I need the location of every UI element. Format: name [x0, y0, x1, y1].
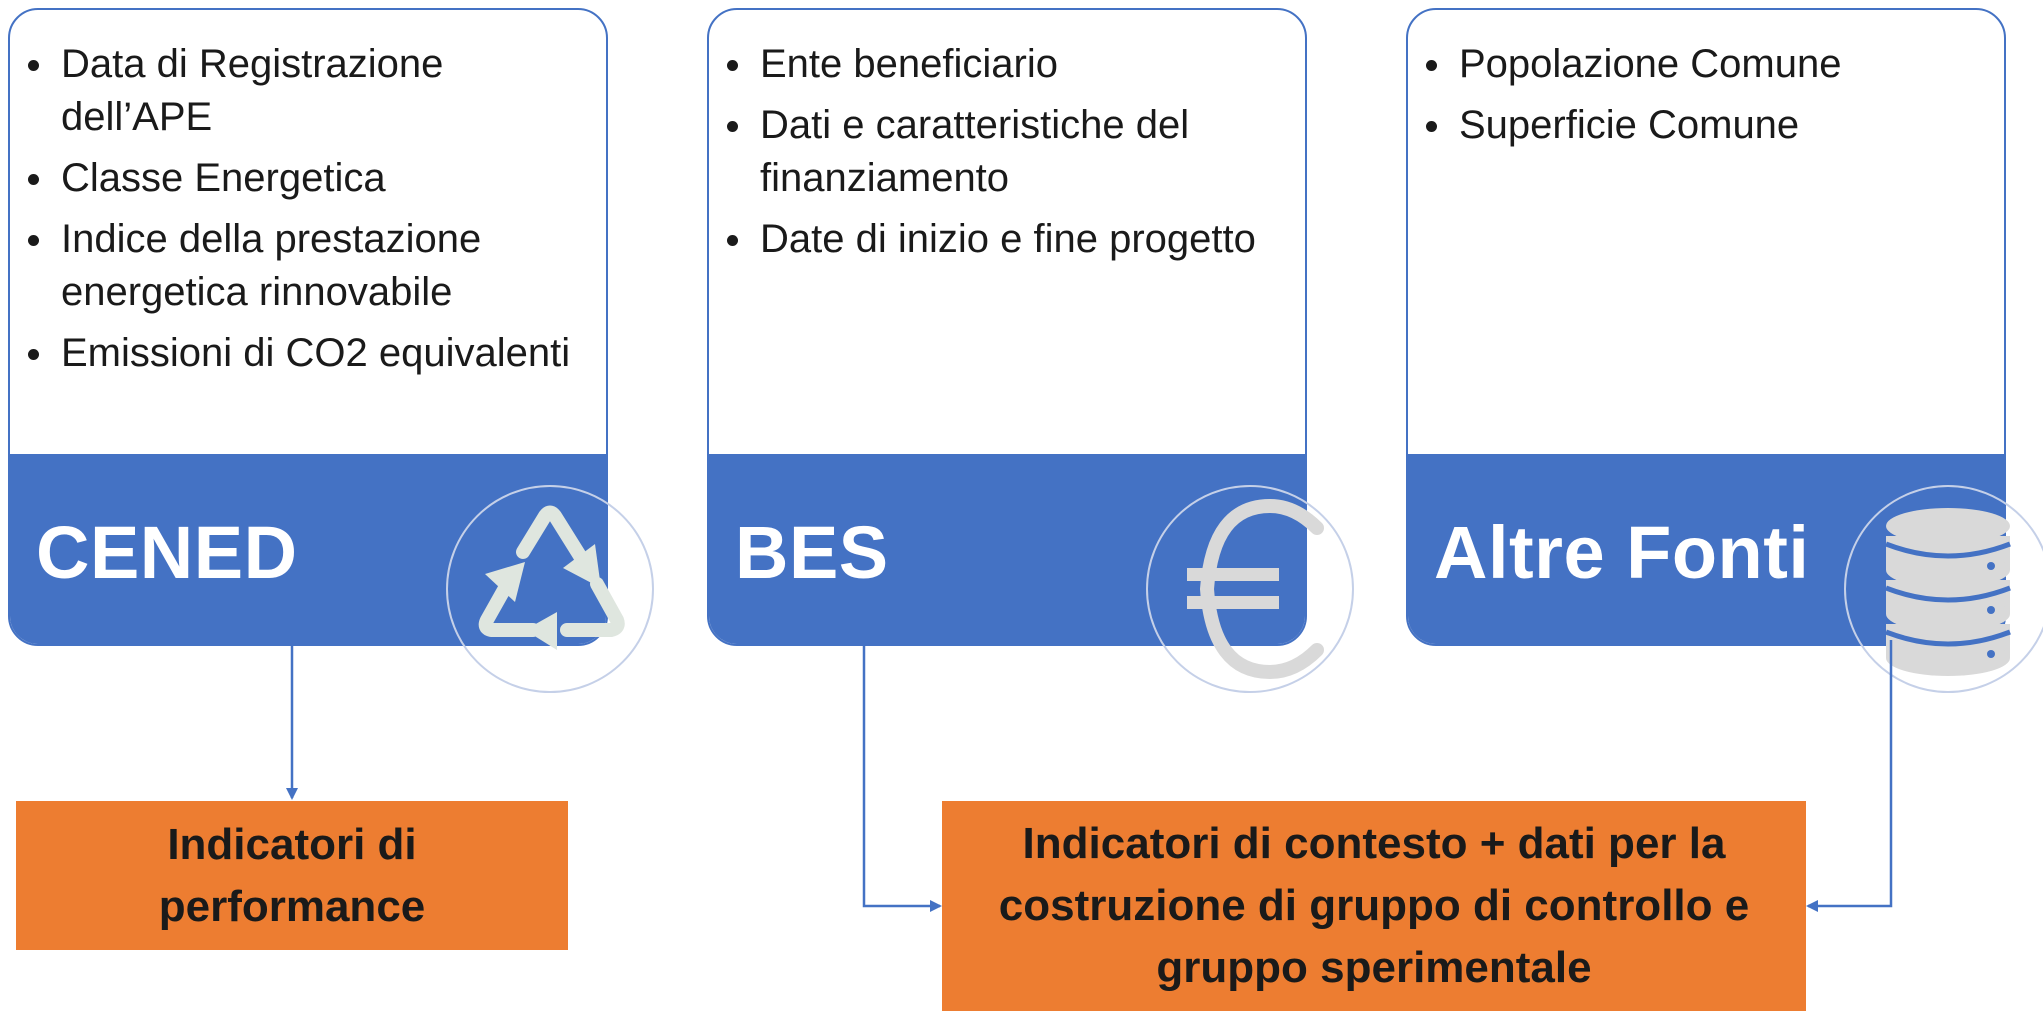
- bes-card: Ente beneficiario Dati e caratteristiche…: [707, 8, 1307, 646]
- context-line-2: costruzione di gruppo di controllo e: [998, 881, 1750, 930]
- context-line-1: Indicatori di contesto + dati per la: [1022, 819, 1726, 868]
- cened-card: Data di Registrazione dell’APE Classe En…: [8, 8, 608, 646]
- context-line-3: gruppo sperimentale: [1156, 943, 1592, 992]
- recycle-icon: [446, 485, 654, 693]
- list-item: Superficie Comune: [1426, 99, 1994, 152]
- list-item: Date di inizio e fine progetto: [727, 213, 1295, 266]
- list-item: Dati e caratteristiche del finanziamento: [727, 99, 1295, 205]
- list-item: Indice della prestazione energetica rinn…: [28, 213, 596, 319]
- list-item: Data di Registrazione dell’APE: [28, 38, 596, 144]
- connector-altre-fonti-arrow: [1806, 640, 1893, 912]
- list-item: Popolazione Comune: [1426, 38, 1994, 91]
- altre-fonti-card: Popolazione Comune Superficie Comune Alt…: [1406, 8, 2006, 646]
- cened-title: CENED: [36, 511, 298, 594]
- cened-title-band: CENED: [10, 454, 606, 644]
- bes-bullet-list: Ente beneficiario Dati e caratteristiche…: [709, 38, 1305, 266]
- context-indicators-box: Indicatori di contesto + dati per la cos…: [942, 801, 1806, 1011]
- performance-line-1: Indicatori di: [167, 819, 417, 869]
- cened-bullet-list: Data di Registrazione dell’APE Classe En…: [10, 38, 606, 380]
- altre-fonti-bullet-list: Popolazione Comune Superficie Comune: [1408, 38, 2004, 152]
- performance-line-2: performance: [158, 881, 426, 931]
- database-icon: [1844, 485, 2043, 693]
- euro-icon: [1146, 485, 1354, 693]
- list-item: Emissioni di CO2 equivalenti: [28, 327, 596, 380]
- connector-bes-arrow: [862, 646, 942, 912]
- performance-indicators-box: Indicatori di performance: [16, 801, 568, 950]
- list-item: Ente beneficiario: [727, 38, 1295, 91]
- altre-fonti-title: Altre Fonti: [1434, 511, 1810, 594]
- bes-title: BES: [735, 511, 889, 594]
- list-item: Classe Energetica: [28, 152, 596, 205]
